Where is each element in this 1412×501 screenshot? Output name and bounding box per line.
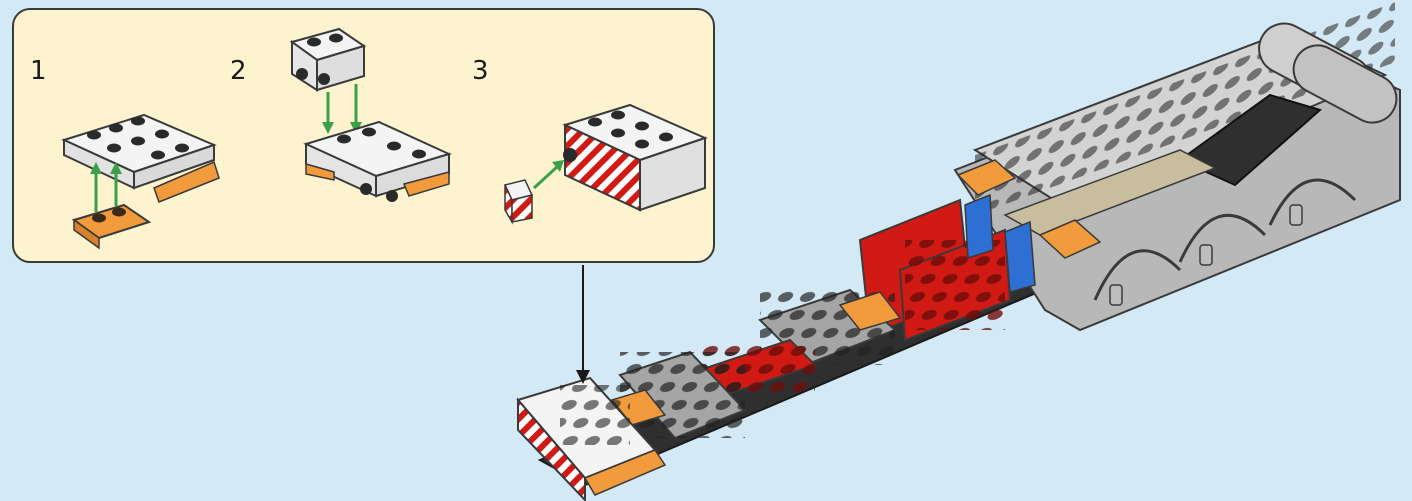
cylinder-parts (1258, 22, 1398, 124)
rear-body-section (953, 2, 1401, 332)
callout-pointer-arrow (576, 265, 590, 384)
step-3-illustration (503, 103, 708, 225)
step-number-2: 2 (230, 56, 247, 86)
subassembly-callout: 1 2 (12, 8, 715, 263)
front-bumper-assembly (516, 376, 667, 501)
step-1-illustration (61, 113, 220, 250)
step-number-1: 1 (30, 56, 47, 86)
wheel-arches (1093, 178, 1357, 301)
gray-plate-front (610, 350, 747, 440)
step-2-illustration (289, 27, 452, 202)
tile-piece (503, 179, 534, 225)
axle-pins (1109, 204, 1303, 306)
step-number-3: 3 (472, 56, 489, 86)
